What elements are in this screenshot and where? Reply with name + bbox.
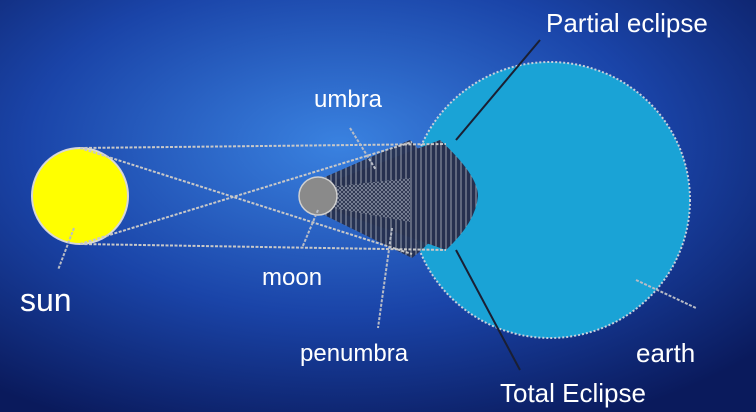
moon-shape xyxy=(299,177,337,215)
label-penumbra: penumbra xyxy=(300,342,408,366)
label-moon: moon xyxy=(262,266,322,290)
sun-shape xyxy=(32,148,128,244)
label-partial-eclipse: Partial eclipse xyxy=(546,10,708,36)
label-umbra: umbra xyxy=(314,88,382,112)
label-sun: sun xyxy=(20,284,72,316)
label-earth: earth xyxy=(636,340,695,366)
label-total-eclipse: Total Eclipse xyxy=(500,380,646,406)
